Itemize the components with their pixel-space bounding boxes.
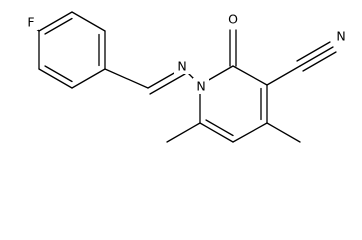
atom-label-ring-nitrogen: N (196, 79, 205, 94)
atom-label-imine-nitrogen: N (177, 59, 186, 74)
atom-label-fluorine: F (27, 15, 34, 30)
bond-ring1-a-inner (44, 17, 73, 35)
substituents (166, 29, 337, 143)
bond-triple-a (299, 46, 334, 67)
fluorophenyl-ring (31, 11, 106, 89)
atom-label-carbonyl-oxygen: O (228, 12, 238, 27)
bond-methyl-c6 (166, 122, 201, 143)
pyridinone-ring (199, 65, 268, 143)
bond-ring1-b (71, 11, 106, 32)
bond-ring1-d (71, 68, 106, 89)
bond-triple-c (302, 51, 337, 72)
bond-ring1-a (38, 11, 73, 32)
bond-ring2-c5-c6 (199, 122, 234, 143)
bond-methyl-c4 (266, 122, 301, 143)
bond-ring2-c5-c6-inner (205, 119, 234, 137)
bond-c3-nitrile-c (266, 65, 301, 86)
bond-ring2-c2-c3 (232, 65, 268, 86)
bond-ring1-e-inner (44, 65, 73, 83)
molecule-structure-diagram: F N N O N (24, 11, 349, 143)
atom-labels: F N N O N (24, 11, 349, 94)
atom-label-nitrile-nitrogen: N (336, 29, 345, 44)
bond-triple-b (296, 41, 331, 62)
bond-ring2-c4-c5 (232, 122, 268, 143)
bond-aryl-ch (104, 68, 149, 89)
bond-ring1-e (38, 68, 73, 89)
bond-ch-n-double-b (149, 73, 186, 95)
